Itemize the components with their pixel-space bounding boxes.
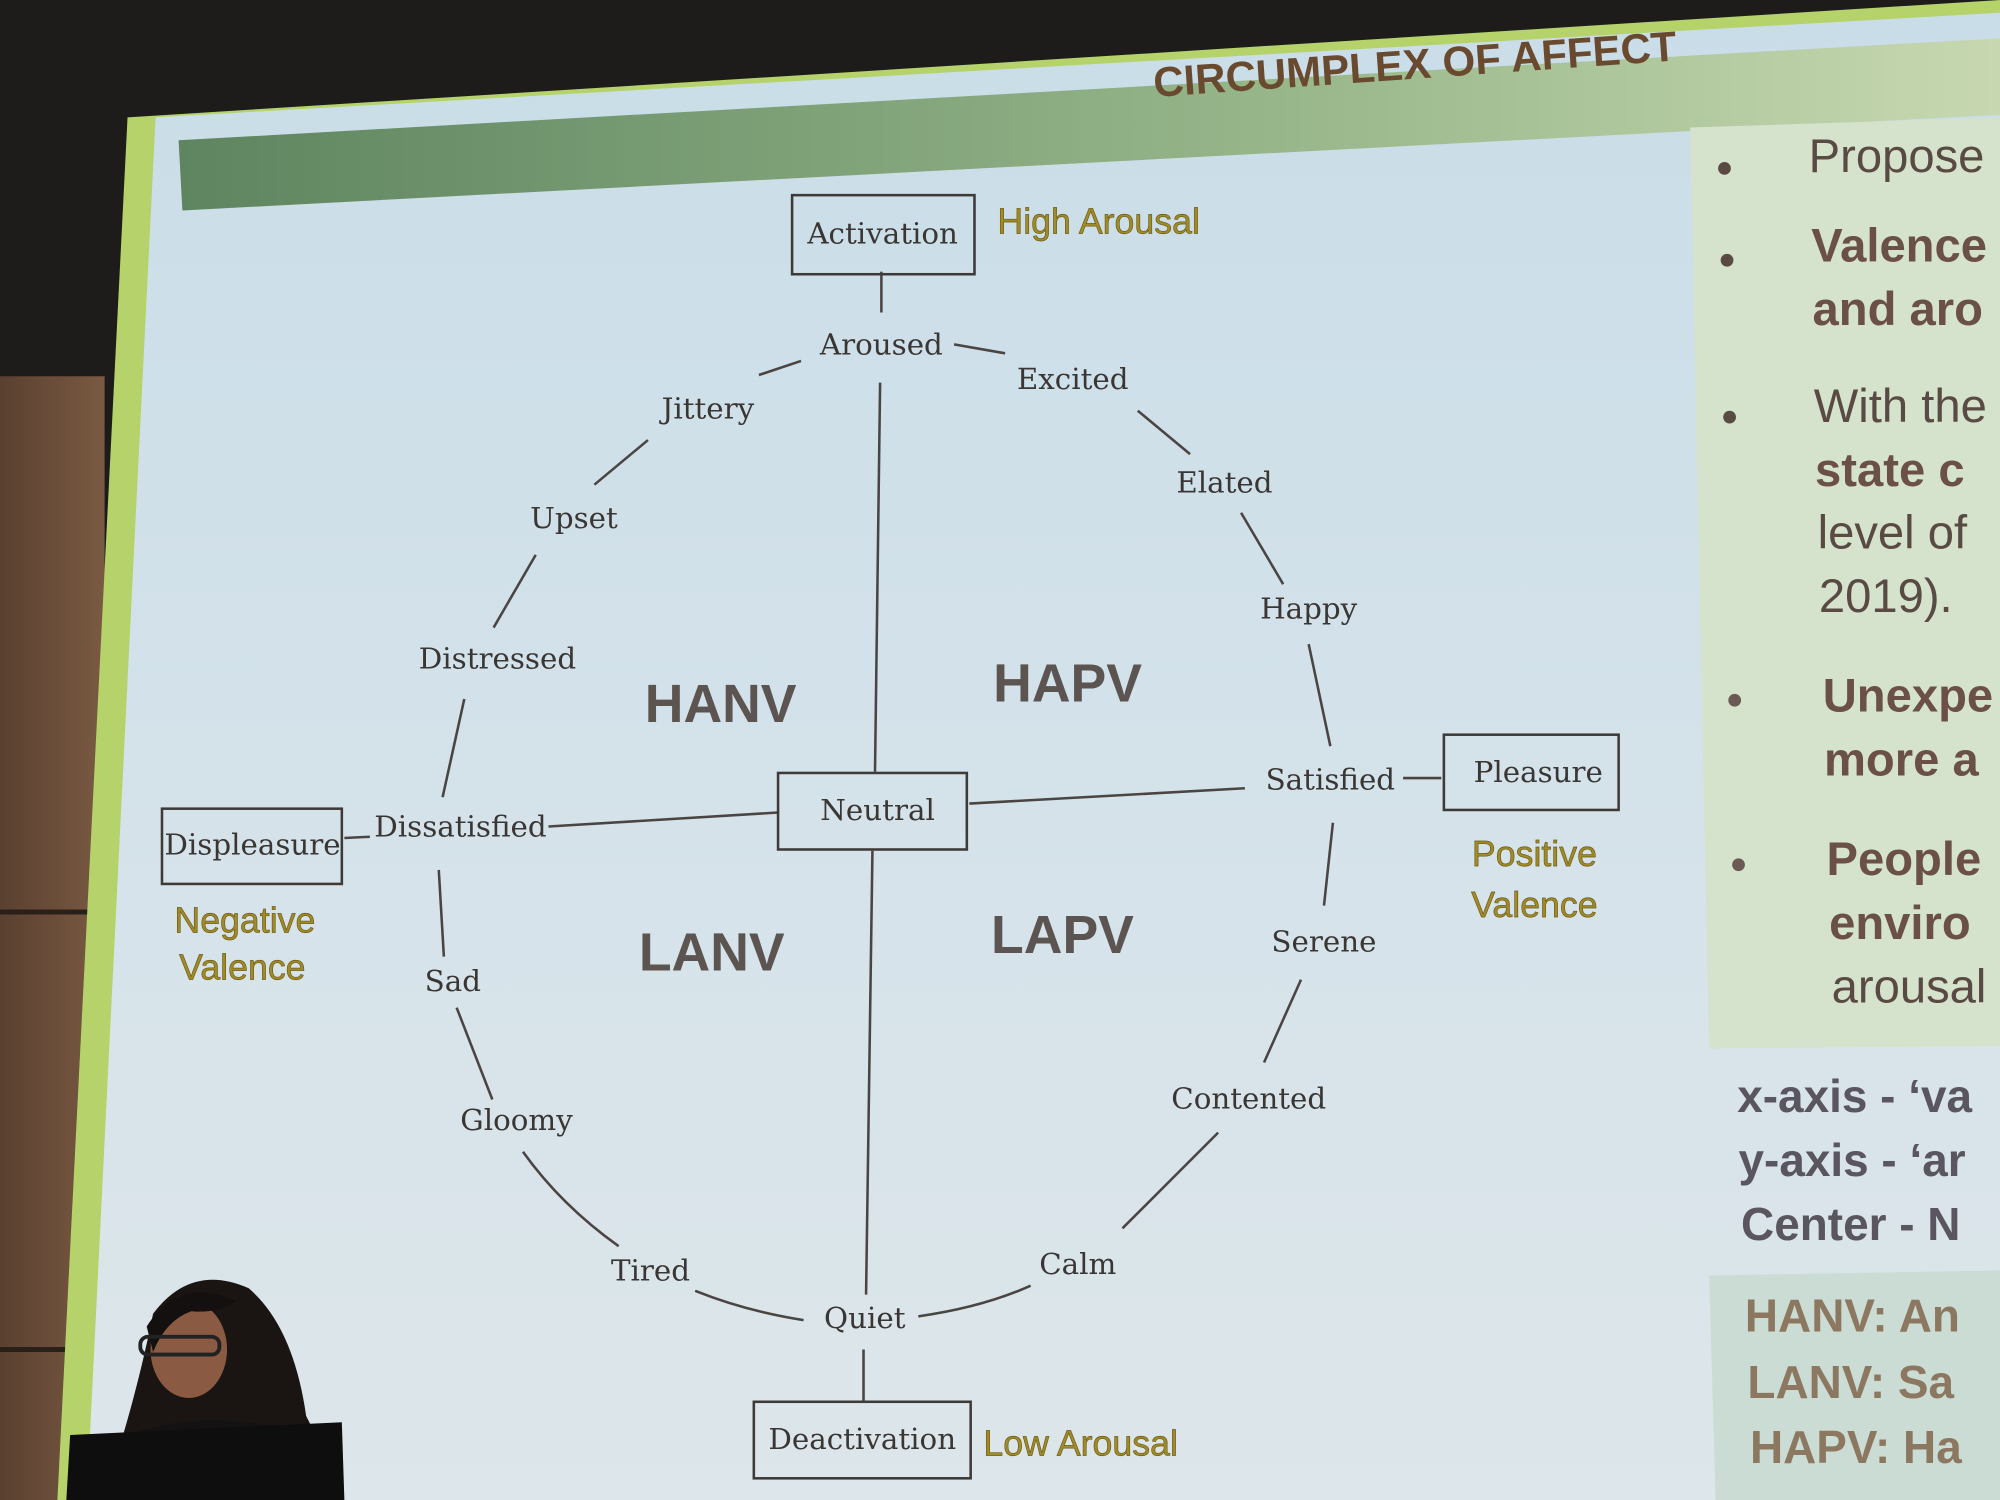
emotion-label: Aroused	[819, 328, 943, 362]
axis-note: Center - N	[1741, 1198, 1960, 1250]
bullet-4-line: more a	[1824, 734, 1979, 787]
positive-valence-label: Positive	[1472, 834, 1597, 874]
deactivation-label: Deactivation	[768, 1422, 956, 1456]
pleasure-box	[1442, 733, 1620, 812]
negative-valence-label: Negative	[174, 900, 315, 940]
displeasure-box	[160, 807, 344, 886]
podium	[66, 1422, 345, 1500]
positive-valence-label: Valence	[1471, 885, 1597, 925]
bullet-dot	[1718, 161, 1731, 175]
bullet-4-line: Unexpe	[1823, 670, 1993, 723]
pleasure-label: Pleasure	[1474, 755, 1603, 789]
quadrant-lapv: LAPV	[991, 906, 1134, 965]
axis-note: y-axis - ‘ar	[1739, 1134, 1966, 1186]
emotion-label: Tired	[611, 1254, 690, 1288]
circle-segments	[437, 343, 1335, 1322]
circumplex-diagram: Activation Deactivation Displeasure Plea…	[160, 193, 1620, 1480]
high-arousal-label: High Arousal	[997, 201, 1199, 241]
emotion-label: Calm	[1039, 1247, 1116, 1281]
deactivation-box	[752, 1400, 972, 1480]
axis-note: x-axis - ‘va	[1737, 1070, 1972, 1122]
bullet-1-line: Propose	[1809, 130, 1985, 183]
bullet-dot	[1728, 693, 1742, 707]
emotion-label: Excited	[1017, 362, 1129, 396]
title-bar	[178, 38, 2000, 211]
bullet-2-line: and aro	[1813, 283, 1983, 336]
bullet-dot	[1720, 253, 1734, 267]
bullets-panel	[1690, 117, 2000, 1049]
emotion-label: Dissatisfied	[374, 810, 546, 844]
emotion-label: Elated	[1176, 465, 1272, 499]
bullet-3-line: With the	[1814, 380, 1987, 433]
quadrant-hanv: HANV	[645, 675, 797, 734]
bullet-dot	[1732, 858, 1745, 872]
bullet-5-line: People	[1827, 833, 1982, 886]
quadrant-notes-panel	[1709, 1270, 2000, 1500]
bullet-2-line: Valence	[1811, 219, 1987, 272]
emotion-label: Satisfied	[1266, 763, 1396, 797]
emotion-label: Quiet	[824, 1301, 906, 1335]
activation-label: Activation	[806, 217, 958, 251]
axis-notes: x-axis - ‘va y-axis - ‘ar Center - N	[1737, 1070, 1972, 1250]
bullet-3-line: state c	[1815, 444, 1965, 497]
quadrant-note: HAPV: Ha	[1750, 1421, 1962, 1473]
emotion-label: Serene	[1271, 925, 1376, 959]
emotion-label: Contented	[1171, 1081, 1326, 1115]
emotion-labels: Aroused Excited Elated Happy Satisfied S…	[374, 328, 1395, 1335]
displeasure-label: Displeasure	[164, 828, 340, 862]
emotion-label: Jittery	[659, 391, 755, 425]
quadrant-notes: HANV: An LANV: Sa HAPV: Ha	[1745, 1290, 1962, 1473]
negative-valence-label: Valence	[179, 948, 305, 988]
emotion-label: Sad	[425, 964, 481, 998]
quadrant-hapv: HAPV	[993, 655, 1142, 714]
activation-box	[790, 193, 976, 276]
emotion-label: Upset	[530, 501, 618, 535]
emotion-label: Distressed	[419, 641, 576, 675]
bullet-5-line: arousal	[1832, 961, 1987, 1014]
emotion-label: Happy	[1260, 592, 1358, 626]
bullet-3-line: 2019).	[1819, 570, 1953, 623]
bullet-dot	[1723, 410, 1736, 424]
quadrant-note: HANV: An	[1745, 1290, 1960, 1342]
quadrant-lanv: LANV	[639, 924, 785, 983]
quadrant-note: LANV: Sa	[1747, 1356, 1954, 1408]
bullet-3-line: level of	[1818, 506, 1968, 559]
emotion-label: Gloomy	[460, 1103, 573, 1137]
slide	[86, 12, 2000, 1500]
low-arousal-label: Low Arousal	[983, 1423, 1178, 1463]
axis-lines	[344, 271, 1442, 1401]
neutral-box	[776, 771, 969, 851]
neutral-label: Neutral	[820, 793, 935, 827]
bullet-list: Propose Valence and aro With the state c…	[1718, 130, 1993, 1014]
bullet-5-line: enviro	[1829, 897, 1971, 950]
